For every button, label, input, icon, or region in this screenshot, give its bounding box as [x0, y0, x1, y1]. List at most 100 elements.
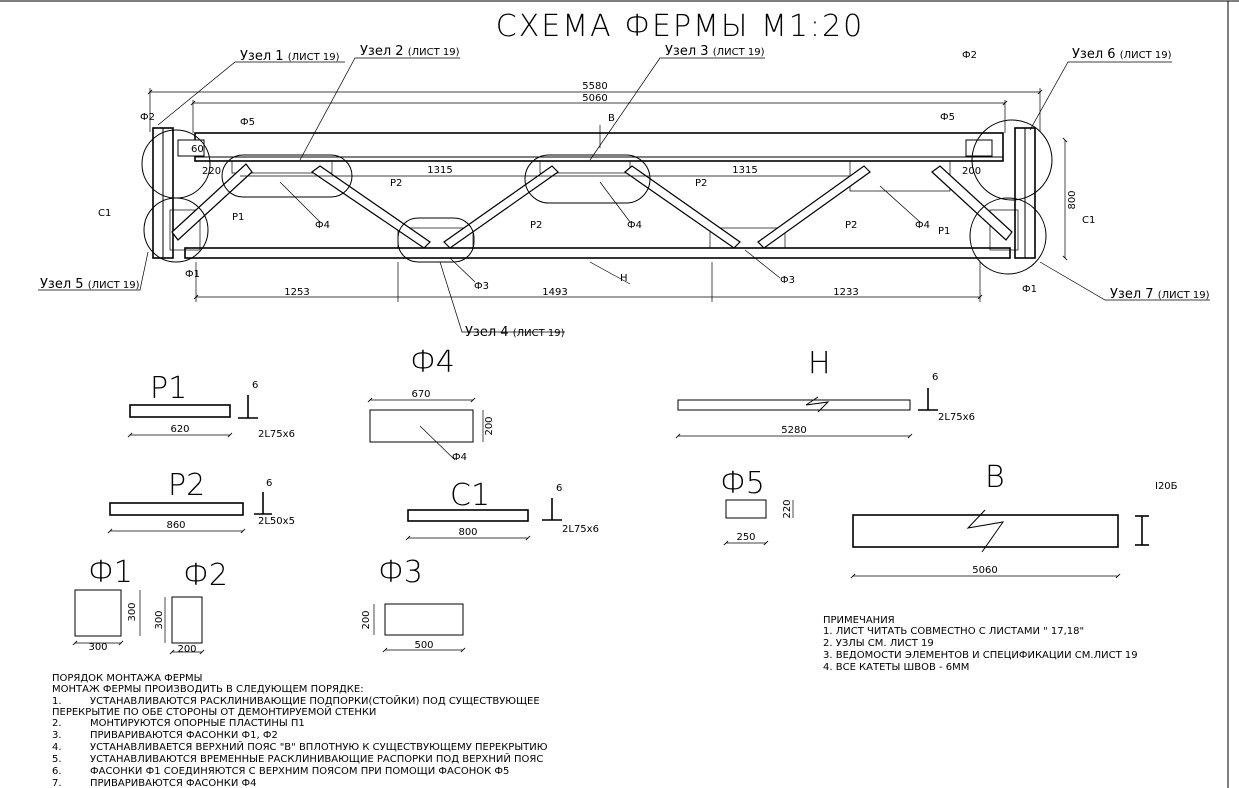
part-p2-profile: 2L50x5 — [258, 516, 295, 527]
node-5-leader — [38, 251, 149, 291]
part-n-profile: 2L75x6 — [938, 412, 975, 423]
part-c1: С1 800 6 2L75x6 — [405, 478, 599, 541]
part-f3: Ф3 500 200 — [361, 555, 466, 653]
gusset-f1-left — [169, 209, 201, 251]
part-f5-len: 250 — [736, 532, 755, 543]
label-p1-right: Р1 — [938, 226, 950, 237]
assembly-intro: МОНТАЖ ФЕРМЫ ПРОИЗВОДИТЬ В СЛЕДУЮЩЕМ ПОР… — [52, 684, 364, 695]
gusset-f5-right — [965, 139, 993, 157]
dim-overall: 5580 — [582, 81, 607, 92]
dim-panel-right: 1315 — [732, 165, 757, 176]
part-f5-h: 220 — [782, 499, 793, 518]
part-v: В 5060 I20Б — [850, 460, 1178, 579]
dim-bottom-left: 1253 — [284, 287, 309, 298]
node-4-oval — [397, 217, 475, 263]
assembly-step-num: 5. — [52, 754, 62, 765]
label-p2-3: Р2 — [695, 178, 707, 189]
part-p2-title: Р2 — [168, 468, 205, 503]
part-c1-shape — [407, 509, 529, 522]
leader-f4-right — [879, 185, 921, 223]
part-f2-len: 200 — [177, 644, 196, 655]
label-v: В — [608, 113, 615, 124]
part-f2-shape — [171, 596, 203, 644]
part-f3-len: 500 — [414, 640, 433, 651]
label-f2-right: Ф2 — [962, 50, 977, 61]
dim-200: 200 — [962, 166, 981, 177]
label-f2-left: Ф2 — [140, 112, 155, 123]
dim-panel-left: 1315 — [427, 165, 452, 176]
gusset-f1-right — [989, 209, 1019, 251]
part-f5-title: Ф5 — [720, 466, 765, 501]
part-f2-title: Ф2 — [183, 558, 228, 593]
node-6-label: Узел 6 (ЛИСТ 19) — [1072, 47, 1172, 62]
part-f4-h: 200 — [484, 416, 495, 435]
part-n-len: 5280 — [781, 425, 806, 436]
label-f4-mid: Ф4 — [627, 220, 642, 231]
gusset-f3-right — [709, 227, 786, 249]
assembly-heading: ПОРЯДОК МОНТАЖА ФЕРМЫ — [52, 673, 203, 684]
label-c1-left: С1 — [98, 208, 111, 219]
part-p1-profile: 2L75x6 — [258, 429, 295, 440]
part-p1-weld: 6 — [252, 380, 258, 391]
dim-bottom-mid: 1493 — [542, 287, 567, 298]
part-c1-weld: 6 — [556, 483, 562, 494]
note-item: 3. ВЕДОМОСТИ ЭЛЕМЕНТОВ И СПЕЦИФИКАЦИИ СМ… — [823, 650, 1138, 661]
note-item: 1. ЛИСТ ЧИТАТЬ СОВМЕСТНО С ЛИСТАМИ " 17,… — [823, 626, 1084, 637]
part-f2-h: 300 — [154, 610, 165, 629]
part-f1-title: Ф1 — [88, 555, 133, 590]
diagonals — [171, 163, 1013, 249]
label-f3-right: Ф3 — [780, 275, 795, 286]
assembly-step-text: МОНТИРУЮТСЯ ОПОРНЫЕ ПЛАСТИНЫ П1 — [90, 718, 305, 729]
diagonal-p1-left — [171, 163, 253, 241]
diagonal-p2-4 — [757, 165, 871, 249]
assembly-step-num: 4. — [52, 742, 62, 753]
part-f1: Ф1 300 300 — [72, 555, 141, 653]
leader-f3-right — [744, 249, 781, 279]
dim-inner: 5060 — [582, 93, 607, 104]
node-5-circle — [143, 197, 209, 263]
label-f5-right: Ф5 — [940, 112, 955, 123]
label-p2-4: Р2 — [845, 220, 857, 231]
node-2-leader — [299, 57, 460, 161]
assembly-order: ПОРЯДОК МОНТАЖА ФЕРМЫ МОНТАЖ ФЕРМЫ ПРОИЗ… — [52, 673, 548, 788]
part-f1-shape — [74, 589, 122, 637]
part-f4-leader — [419, 425, 456, 461]
part-v-len: 5060 — [972, 565, 997, 576]
assembly-step-num: 2. — [52, 718, 62, 729]
node-5-label: Узел 5 (ЛИСТ 19) — [40, 277, 140, 292]
part-c1-len: 800 — [458, 527, 477, 538]
part-v-profile: I20Б — [1155, 481, 1178, 492]
dim-height: 800 — [1067, 190, 1078, 209]
dim-60: 60 — [191, 144, 204, 155]
part-f3-h: 200 — [361, 610, 372, 629]
node-6-circle — [971, 119, 1053, 201]
label-f1-right: Ф1 — [1022, 284, 1037, 295]
leader-n — [589, 261, 631, 285]
node-1-leader — [157, 61, 345, 126]
part-f2: Ф2 200 300 — [154, 558, 228, 655]
part-f5-shape — [725, 499, 767, 519]
part-n-weld: 6 — [932, 372, 938, 383]
node-3-leader — [589, 57, 765, 161]
leader-f3-left — [449, 257, 476, 283]
part-f5: Ф5 250 220 — [720, 466, 794, 546]
label-p1-left: Р1 — [232, 212, 244, 223]
part-f4: Ф4 670 200 Ф4 — [367, 345, 495, 463]
truss-labels: Узел 1 (ЛИСТ 19) Узел 2 (ЛИСТ 19) Узел 3… — [40, 44, 1210, 340]
part-f4-shape — [369, 409, 474, 443]
part-n-shape — [677, 399, 911, 411]
assembly-step-num: 7. — [52, 778, 62, 788]
node-7-label: Узел 7 (ЛИСТ 19) — [1110, 287, 1210, 302]
label-p2-2: Р2 — [530, 220, 542, 231]
node-3-oval — [524, 154, 651, 204]
node-2-label: Узел 2 (ЛИСТ 19) — [360, 44, 460, 59]
part-p2: Р2 860 6 2L50x5 — [107, 468, 295, 534]
diagonal-p2-3 — [624, 165, 741, 249]
part-v-break — [966, 509, 1005, 553]
diagonal-p1-right — [931, 165, 1013, 241]
dim-bottom-right: 1233 — [833, 287, 858, 298]
part-p1: Р1 620 6 2L75x6 — [127, 371, 295, 440]
bottom-chord — [184, 247, 1011, 259]
part-f1-h: 300 — [127, 602, 138, 621]
notes-heading: ПРИМЕЧАНИЯ — [823, 615, 895, 626]
